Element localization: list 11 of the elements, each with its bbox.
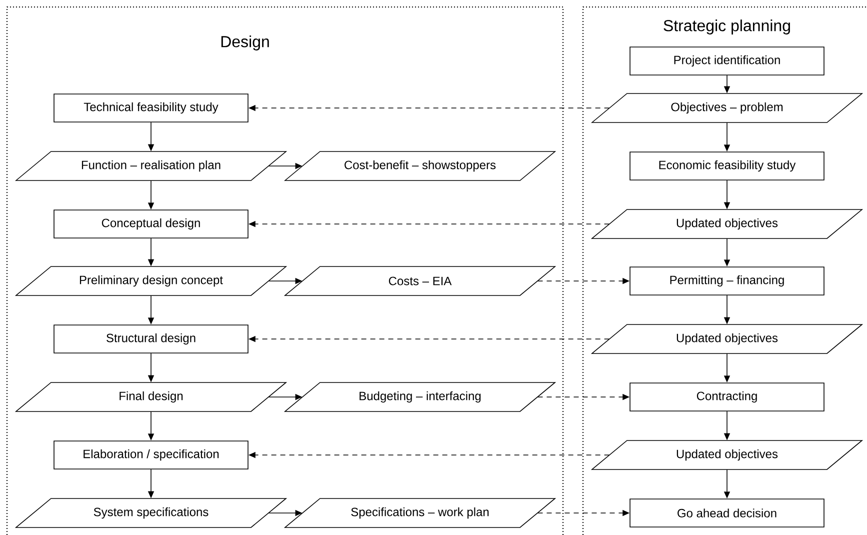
panel-heading: Design: [221, 36, 269, 50]
process-box: Conceptual design: [54, 210, 248, 238]
process-box: Technical feasibility study: [54, 94, 248, 122]
process-box: Project identification: [630, 46, 824, 76]
process-box: Structural design: [54, 324, 248, 354]
panel-heading: Strategic planning: [664, 20, 790, 34]
process-box: Elaboration / specification: [54, 440, 248, 470]
process-box: Permitting – financing: [630, 266, 824, 296]
process-box: Economic feasibility study: [630, 152, 824, 180]
process-box: Go ahead decision: [630, 498, 824, 528]
process-box: Contracting: [630, 382, 824, 412]
